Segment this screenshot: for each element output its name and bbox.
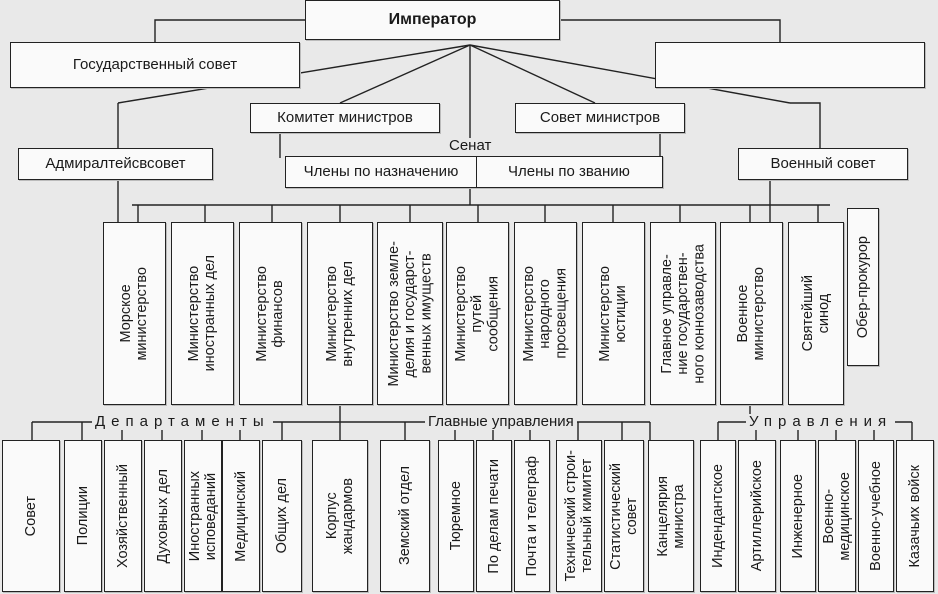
bottom-unit-label: Артиллерийское <box>748 460 765 572</box>
committee-label: Комитет министров <box>277 109 413 127</box>
bottom-unit-label: Канцелярия министра <box>654 475 687 557</box>
bottom-unit-label: Духовных дел <box>154 468 171 564</box>
ministry-box: Министерство юстиции <box>582 222 645 405</box>
bottom-unit-box: Общих дел <box>262 440 302 592</box>
ministry-box: Министерство земле- делия и государст- в… <box>377 222 443 405</box>
bottom-unit-box: По делам печати <box>476 440 512 592</box>
bottom-unit-label: Корпус жандармов <box>323 477 356 555</box>
bottom-unit-box: Иностранных исповеданий <box>184 440 222 592</box>
bottom-unit-label: По делам печати <box>485 458 502 574</box>
bottom-unit-box: Духовных дел <box>144 440 182 592</box>
bottom-unit-box: Технический строи- тельный кимитет <box>556 440 602 592</box>
directorates-label: Управления <box>746 414 896 430</box>
ministry-box: Министерство путей сообщения <box>446 222 509 405</box>
council-ministers-box: Совет министров <box>515 103 685 133</box>
bottom-unit-box: Совет <box>2 440 60 592</box>
ministry-box: Военное министерство <box>720 222 783 405</box>
empty-right-box <box>655 42 925 88</box>
bottom-unit-box: Статистический совет <box>604 440 644 592</box>
departments-label: Департаменты <box>92 414 273 430</box>
bottom-unit-box: Инженерное <box>780 440 816 592</box>
military-council-label: Военный совет <box>770 155 876 173</box>
bottom-unit-label: Индендантское <box>709 464 726 568</box>
bottom-unit-label: Статистический совет <box>607 462 640 570</box>
committee-box: Комитет министров <box>250 103 440 133</box>
ministry-label: Святейший синод <box>799 275 832 352</box>
ober-procurator-box: Обер-прокурор <box>847 208 879 366</box>
emperor-box: Император <box>305 0 560 40</box>
senate-box: Члены по назначению Члены по званию <box>285 156 663 188</box>
bottom-unit-label: Почта и телеграф <box>523 455 540 577</box>
state-council-box: Государственный совет <box>10 42 300 88</box>
ministry-box: Министерство финансов <box>239 222 302 405</box>
ministry-label: Министерство юстиции <box>597 265 630 362</box>
ministry-label: Обер-прокурор <box>854 235 871 339</box>
bottom-unit-box: Казачьих войск <box>896 440 934 592</box>
bottom-unit-label: Земский отдел <box>396 466 413 566</box>
ministry-box: Морское министерство <box>103 222 166 405</box>
bottom-unit-label: Инженерное <box>789 473 806 559</box>
ministry-label: Военное министерство <box>735 266 768 361</box>
admiralty-label: Адмиралтейсвсовет <box>45 155 186 173</box>
bottom-unit-box: Военно- медицинское <box>818 440 856 592</box>
ministry-box: Министерство народного просвещения <box>514 222 577 405</box>
bottom-unit-box: Канцелярия министра <box>648 440 694 592</box>
bottom-unit-label: Полиции <box>74 486 91 546</box>
ministry-label: Министерство народного просвещения <box>521 265 570 362</box>
ministry-box: Министерство иностранных дел <box>171 222 234 405</box>
ministry-label: Министерство внутренних дел <box>323 260 356 367</box>
bottom-unit-box: Военно-учебное <box>858 440 894 592</box>
ministry-label: Министерство финансов <box>254 265 287 362</box>
bottom-unit-box: Корпус жандармов <box>312 440 368 592</box>
bottom-unit-label: Медицинский <box>232 470 249 562</box>
bottom-unit-label: Хозяйственный <box>114 463 131 569</box>
ministry-label: Министерство земле- делия и государст- в… <box>385 240 435 387</box>
ministry-box: Главное управле- ние государствен- ного … <box>650 222 716 405</box>
admiralty-box: Адмиралтейсвсовет <box>18 148 213 180</box>
ministry-label: Министерство путей сообщения <box>453 265 502 362</box>
bottom-unit-box: Медицинский <box>222 440 260 592</box>
senate-rank: Члены по званию <box>508 163 630 181</box>
bottom-unit-box: Полиции <box>64 440 102 592</box>
emperor-label: Император <box>388 10 477 28</box>
bottom-unit-label: Общих дел <box>273 478 290 554</box>
bottom-unit-label: Совет <box>22 495 39 537</box>
bottom-unit-box: Почта и телеграф <box>514 440 550 592</box>
bottom-unit-label: Иностранных исповеданий <box>186 470 219 562</box>
bottom-unit-label: Военно- медицинское <box>820 471 853 561</box>
ministry-label: Морское министерство <box>118 266 151 361</box>
bottom-unit-box: Хозяйственный <box>104 440 142 592</box>
ministry-box: Министерство внутренних дел <box>307 222 373 405</box>
bottom-unit-box: Земский отдел <box>380 440 430 592</box>
bottom-unit-box: Индендантское <box>700 440 736 592</box>
senate-label: Сенат <box>446 138 495 154</box>
senate-appointed: Члены по назначению <box>286 157 477 187</box>
bottom-unit-label: Тюремное <box>447 481 464 551</box>
bottom-unit-box: Артиллерийское <box>738 440 776 592</box>
synod-box: Святейший синод <box>788 222 844 405</box>
bottom-unit-label: Казачьих войск <box>906 464 923 568</box>
bottom-unit-label: Военно-учебное <box>867 461 884 571</box>
main-directorates-label: Главные управления <box>425 414 577 430</box>
state-council-label: Государственный совет <box>72 56 238 74</box>
council-ministers-label: Совет министров <box>539 109 661 127</box>
ministry-label: Главное управле- ние государствен- ного … <box>658 243 708 384</box>
military-council-box: Военный совет <box>738 148 908 180</box>
bottom-unit-label: Технический строи- тельный кимитет <box>562 450 595 582</box>
ministry-label: Министерство иностранных дел <box>186 255 219 372</box>
bottom-unit-box: Тюремное <box>438 440 474 592</box>
